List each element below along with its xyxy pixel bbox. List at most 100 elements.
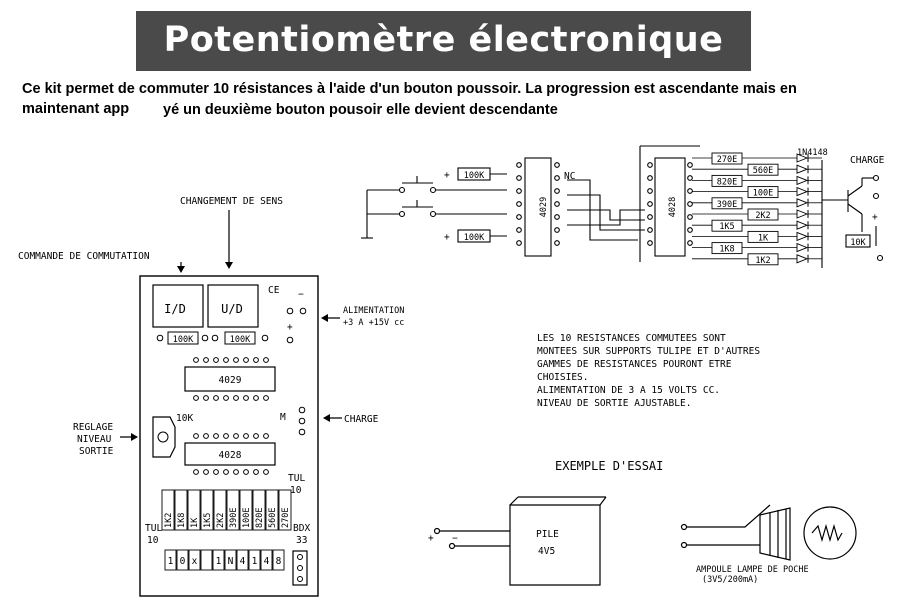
svg-text:(3V5/200mA): (3V5/200mA) [702,575,758,585]
schem-resistor-label: 820E [717,177,737,187]
board-resistor [200,489,214,531]
schem-resistor-label: 560E [753,166,773,176]
board-resistor-label: 820E [255,508,265,528]
board-diode-label: 4 [240,556,246,567]
lamp-base [759,507,791,561]
svg-text:+: + [872,212,878,223]
label-nc: NC [564,171,575,182]
board-resistor [174,489,188,531]
trimmer-10k [152,416,176,458]
svg-text:10K: 10K [850,238,866,248]
label-reglage: REGLAGE [73,422,113,433]
svg-text:33: 33 [296,535,307,546]
svg-text:100K: 100K [464,171,485,181]
svg-text:100K: 100K [464,233,485,243]
note-line-2: MONTEES SUR SUPPORTS TULIPE ET D'AUTRES [537,346,760,357]
board-diode [272,549,285,571]
schem-diode [796,220,809,230]
label-minus: − [298,289,304,300]
lamp-label: AMPOULE LAMPE DE POCHE [696,565,809,575]
schem-resistor [747,230,779,243]
note-line-1: LES 10 RESISTANCES COMMUTEES SONT [537,333,726,344]
notes-block: LES 10 RESISTANCES COMMUTEES SONT MONTEE… [537,333,760,409]
board-resistor-label: 560E [268,508,278,528]
svg-text:NIVEAU: NIVEAU [77,434,112,445]
svg-text:−: − [452,533,458,544]
schem-resistor-label: 390E [717,200,737,210]
svg-text:4029: 4029 [219,375,242,386]
schem-resistor-label: 100E [753,189,773,199]
schem-resistor-label: 1K [758,233,769,243]
schem-resistor [747,163,779,176]
page-title: Potentiomètre électronique [163,20,724,60]
board-diode-label: 1 [252,556,258,567]
svg-text:SORTIE: SORTIE [79,446,114,457]
schem-resistor-label: 2K2 [755,211,770,221]
board-diode-label: 8 [276,556,282,567]
board-resistor-label: 2K2 [216,513,226,528]
label-charge-schem: CHARGE [850,155,885,166]
board-diode [260,549,273,571]
board-resistor [187,489,201,531]
board-diode [164,549,177,571]
schem-diode [796,198,809,208]
board-resistor [213,489,227,531]
svg-text:BDX: BDX [293,523,310,534]
board-diode-label: N [228,556,234,567]
svg-text:+3 A +15V cc: +3 A +15V cc [343,318,404,328]
board-diode [212,549,225,571]
label-ce: CE [268,285,280,296]
schem-diode [796,254,809,264]
schem-resistor [711,219,743,232]
label-changement: CHANGEMENT DE SENS [180,196,283,207]
board-resistor [265,489,279,531]
schem-diode [796,153,809,163]
board-diode-label: 4 [264,556,270,567]
ic-4028-footprint: 4028 [184,442,276,466]
pcb-layout: CHANGEMENT DE SENS COMMANDE DE COMMUTATI… [18,196,404,597]
label-m: M [280,412,286,423]
example-title: EXEMPLE D'ESSAI [555,459,663,473]
board-diode [236,549,249,571]
board-diode [200,549,213,571]
schem-resistor-label: 1K2 [755,256,770,266]
label-charge-board: CHARGE [344,414,379,425]
pushbutton-ud [207,284,259,328]
intro-line-1: Ce kit permet de commuter 10 résistances… [22,81,797,97]
schem-ic-4028 [654,157,686,257]
svg-text:10: 10 [290,485,302,496]
board-resistor [161,489,175,531]
schem-diode [796,164,809,174]
schem-resistor [747,208,779,221]
board-resistor-label: 1K8 [177,513,187,528]
board-resistor [252,489,266,531]
intro-line-2b: yé un deuxième bouton pousoir elle devie… [163,102,558,118]
ic-4029-footprint: 4029 [184,366,276,392]
intro-line-2a: maintenant app [22,101,130,117]
resistor-100k-b [224,331,256,345]
schem-resistor [711,197,743,210]
svg-text:100K: 100K [230,335,251,345]
label-1n4148: 1N4148 [797,148,828,158]
board-diode [176,549,189,571]
board-resistor [278,489,292,531]
schem-diode [796,209,809,219]
label-alim: ALIMENTATION [343,306,404,316]
svg-text:TUL: TUL [288,473,305,484]
pushbutton-id [152,284,204,328]
board-diode-label: x [192,556,198,567]
schem-resistor-label: 1K5 [719,222,734,232]
svg-text:100K: 100K [173,335,194,345]
schem-resistor [711,152,743,165]
schem-resistor-label: 270E [717,155,737,165]
board-diode [224,549,237,571]
board-diode-label: 0 [180,556,186,567]
note-line-5: ALIMENTATION DE 3 A 15 VOLTS CC. [537,385,720,396]
note-line-3: GAMMES DE RESISTANCES POURONT ETRE [537,359,732,370]
schem-resistor [711,174,743,187]
board-resistor-label: 100E [242,508,252,528]
label-ud: U/D [221,302,243,316]
schem-resistor [747,186,779,199]
svg-text:4028: 4028 [219,450,242,461]
